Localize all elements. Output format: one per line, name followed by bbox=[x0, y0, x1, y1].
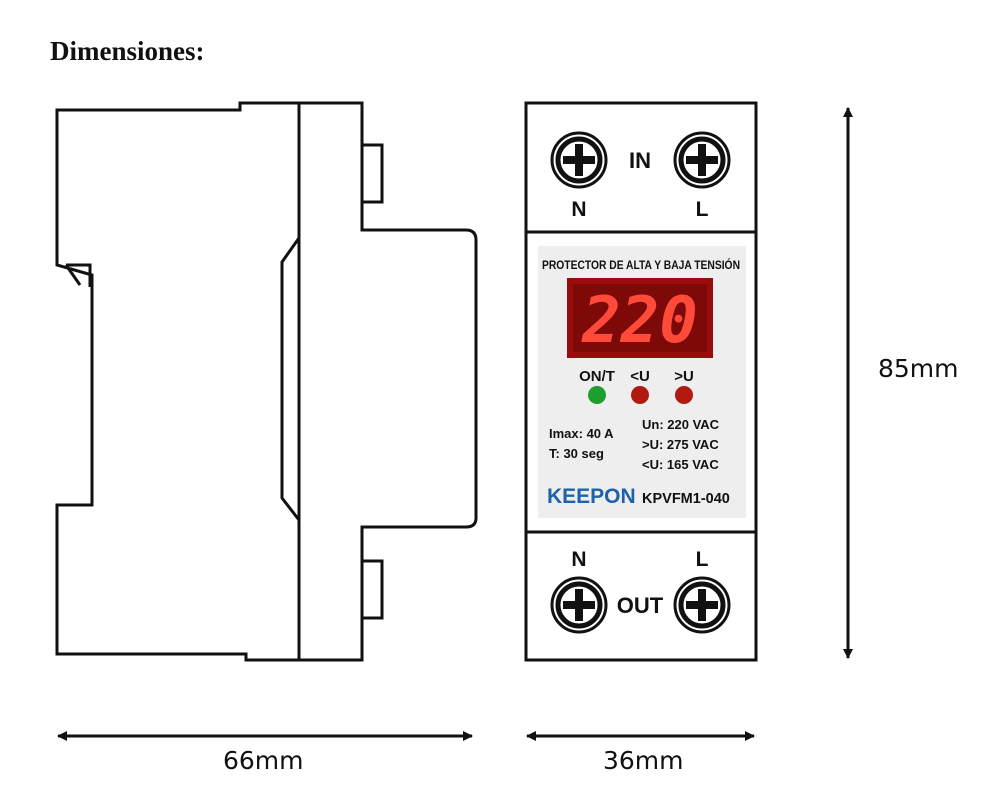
spec-imax: Imax: 40 A bbox=[549, 426, 614, 441]
indicator-led-on bbox=[588, 386, 606, 404]
brand-logo: KEEPON bbox=[547, 485, 636, 508]
screw-terminal-out-l bbox=[673, 576, 731, 634]
width-dimension-label: 36mm bbox=[603, 746, 684, 775]
terminal-label-out-n: N bbox=[571, 548, 586, 571]
spec-nominal: Un: 220 VAC bbox=[642, 417, 720, 432]
terminal-label-in: IN bbox=[629, 148, 651, 173]
indicator-led-over bbox=[675, 386, 693, 404]
depth-dimension-label: 66mm bbox=[223, 746, 304, 775]
height-dimension-label: 85mm bbox=[878, 354, 959, 383]
screw-terminal-in-l bbox=[673, 131, 731, 189]
indicator-label-under: <U bbox=[630, 368, 650, 385]
page-title: Dimensiones: bbox=[50, 36, 205, 66]
side-view-inner-contour bbox=[280, 237, 301, 521]
voltage-display-inner bbox=[573, 284, 707, 352]
front-view: IN N L PROTECTOR DE ALTA Y BAJA TENSIÓN … bbox=[524, 101, 758, 662]
model-number: KPVFM1-040 bbox=[642, 491, 730, 507]
terminal-label-in-n: N bbox=[571, 198, 586, 221]
din-clip-slope bbox=[64, 264, 82, 286]
din-clip bbox=[66, 263, 92, 287]
terminal-label-out-l: L bbox=[696, 548, 709, 571]
side-view bbox=[55, 101, 478, 662]
spec-over: >U: 275 VAC bbox=[642, 437, 719, 452]
screw-terminal-out-n bbox=[550, 576, 608, 634]
indicator-led-under bbox=[631, 386, 649, 404]
spec-under: <U: 165 VAC bbox=[642, 457, 719, 472]
indicator-label-over: >U bbox=[674, 368, 694, 385]
terminal-tab-top bbox=[360, 143, 384, 204]
terminal-tab-bottom bbox=[360, 559, 384, 620]
panel-heading: PROTECTOR DE ALTA Y BAJA TENSIÓN bbox=[542, 259, 740, 272]
voltage-display-value: 220 bbox=[581, 284, 698, 358]
terminal-label-out: OUT bbox=[617, 593, 664, 618]
side-view-body-outline bbox=[55, 101, 478, 662]
terminal-label-in-l: L bbox=[696, 198, 709, 221]
spec-time: T: 30 seg bbox=[549, 446, 604, 461]
indicator-label-on: ON/T bbox=[579, 368, 615, 385]
screw-terminal-in-n bbox=[550, 131, 608, 189]
